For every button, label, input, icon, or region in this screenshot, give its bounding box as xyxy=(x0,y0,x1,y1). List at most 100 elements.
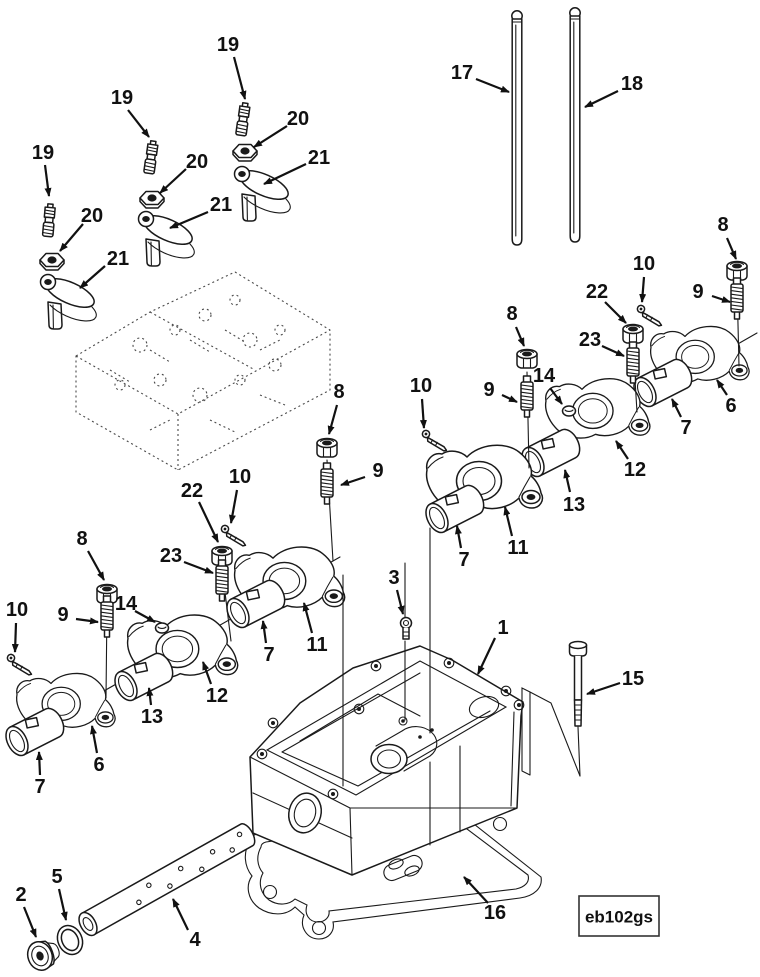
callout-label-10: 10 xyxy=(229,466,251,488)
callout-label-14: 14 xyxy=(115,593,138,615)
callout-arrow-19 xyxy=(127,109,150,138)
rocker-lever-housing-1 xyxy=(249,645,525,876)
callout-arrow-12 xyxy=(615,440,629,460)
callout-arrow-20 xyxy=(159,168,187,194)
callout-label-21: 21 xyxy=(107,248,129,270)
callout-label-12: 12 xyxy=(206,685,228,707)
callout-arrow-23 xyxy=(183,560,214,575)
callout-label-9: 9 xyxy=(372,460,383,482)
cap-nut-8 xyxy=(726,260,748,281)
callout-arrow-7 xyxy=(35,751,43,776)
callout-label-19: 19 xyxy=(217,34,239,56)
figure-code-box: eb102gs xyxy=(578,895,660,937)
callout-label-8: 8 xyxy=(506,303,517,325)
callout-arrow-14 xyxy=(549,387,563,405)
adjusting-screw-23 xyxy=(215,559,229,602)
callout-label-7: 7 xyxy=(680,417,691,439)
callout-arrow-7 xyxy=(671,398,682,418)
callout-label-17: 17 xyxy=(451,62,473,84)
callout-label-7: 7 xyxy=(458,549,469,571)
callout-label-20: 20 xyxy=(287,108,309,130)
callout-arrow-9 xyxy=(501,394,518,403)
lock-lever xyxy=(39,272,99,330)
cotter-pin-10 xyxy=(4,653,36,677)
adjusting-screw-9 xyxy=(100,595,114,638)
callout-label-14: 14 xyxy=(533,365,556,387)
callout-arrow-13 xyxy=(563,469,572,493)
callout-label-18: 18 xyxy=(621,73,643,95)
stem-button-14 xyxy=(154,622,170,634)
callout-label-5: 5 xyxy=(51,866,62,888)
callout-arrow-21 xyxy=(169,210,209,230)
callout-label-6: 6 xyxy=(93,754,104,776)
callout-label-13: 13 xyxy=(141,706,163,728)
o-ring-5 xyxy=(56,924,84,956)
callout-label-10: 10 xyxy=(6,599,28,621)
callout-label-23: 23 xyxy=(160,545,182,567)
callout-arrow-13 xyxy=(146,687,154,706)
callout-arrow-10 xyxy=(639,276,647,303)
callout-label-13: 13 xyxy=(563,494,585,516)
hex-nut xyxy=(232,143,258,162)
housing-gasket-16 xyxy=(244,805,542,940)
callout-arrow-18 xyxy=(584,90,619,108)
callout-label-19: 19 xyxy=(111,87,133,109)
callout-label-22: 22 xyxy=(181,480,203,502)
callout-arrow-20 xyxy=(59,223,84,252)
callout-arrow-6 xyxy=(90,725,99,754)
cotter-pin-10 xyxy=(419,429,451,453)
callout-arrow-10 xyxy=(228,489,239,524)
callout-arrow-21 xyxy=(79,265,106,289)
callout-arrow-19 xyxy=(43,164,52,197)
adjusting-screw-23 xyxy=(626,341,640,384)
callout-arrow-22 xyxy=(198,501,219,543)
callout-label-20: 20 xyxy=(81,205,103,227)
callout-arrow-9 xyxy=(340,475,366,487)
callout-label-4: 4 xyxy=(189,929,201,951)
callout-arrow-8 xyxy=(725,237,738,260)
adjusting-screw-9 xyxy=(320,462,334,505)
hex-nut xyxy=(139,190,165,209)
adjusting-screw xyxy=(142,139,160,175)
cotter-pin-10 xyxy=(634,304,666,328)
rim-bolt-holes xyxy=(256,657,525,800)
callout-label-11: 11 xyxy=(306,634,327,656)
push-rod-18 xyxy=(569,7,581,243)
callout-arrow-11 xyxy=(503,506,514,537)
lock-lever xyxy=(233,164,293,222)
callout-arrow-20 xyxy=(253,125,288,148)
callout-arrow-8 xyxy=(327,404,339,435)
callout-label-3: 3 xyxy=(388,567,399,589)
callout-arrow-11 xyxy=(302,602,314,634)
assembly-drop-lines xyxy=(342,527,431,787)
callout-arrow-8 xyxy=(87,550,105,581)
callout-arrow-7 xyxy=(260,620,268,644)
callout-arrow-17 xyxy=(475,77,510,94)
plug-2 xyxy=(26,940,60,971)
callout-arrow-21 xyxy=(263,163,307,185)
callout-arrow-1 xyxy=(477,637,496,675)
callout-arrow-10 xyxy=(419,398,427,429)
callout-label-9: 9 xyxy=(692,281,703,303)
callout-label-16: 16 xyxy=(484,902,506,924)
figure-code: eb102gs xyxy=(585,908,653,927)
callout-arrow-3 xyxy=(395,589,405,615)
lock-lever xyxy=(137,209,197,267)
push-rod-17 xyxy=(511,10,523,246)
cylinder-head-phantom xyxy=(75,271,331,471)
callout-label-2: 2 xyxy=(15,884,26,906)
callout-arrow-14 xyxy=(134,610,156,623)
rocker-cluster-right xyxy=(419,260,750,537)
callout-label-7: 7 xyxy=(263,644,274,666)
callout-label-15: 15 xyxy=(622,668,644,690)
callout-label-8: 8 xyxy=(76,528,87,550)
callout-label-21: 21 xyxy=(308,147,330,169)
callout-arrow-10 xyxy=(11,622,19,653)
callout-arrow-2 xyxy=(22,906,38,938)
callout-arrow-9 xyxy=(711,294,731,304)
adjusting-screw xyxy=(41,202,57,238)
callout-arrow-4 xyxy=(172,898,189,931)
